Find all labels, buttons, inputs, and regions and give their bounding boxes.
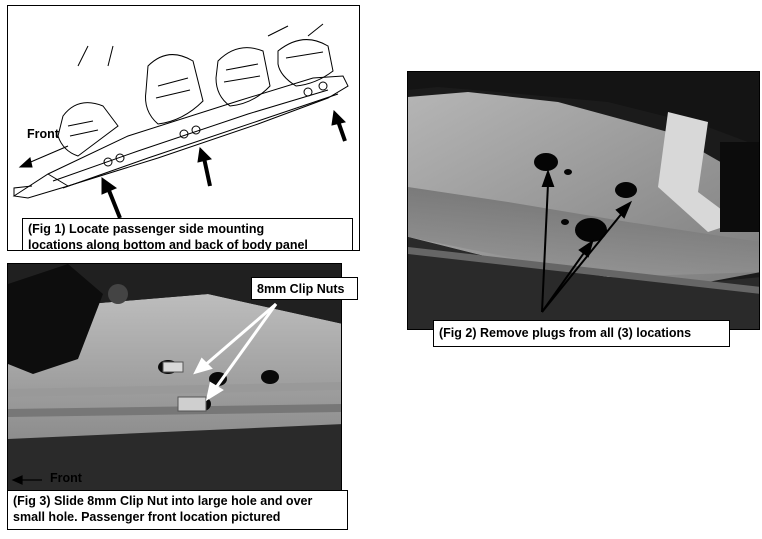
fig1-front-label: Front: [27, 127, 59, 141]
fig3-photo: [8, 264, 341, 494]
fig1-line-drawing: [12, 23, 349, 219]
fig3-caption-line2: small hole. Passenger front location pic…: [13, 510, 281, 524]
fig3-panel: 8mm Clip Nuts Front: [7, 263, 342, 495]
fig1-caption-line2: locations along bottom and back of body …: [28, 238, 308, 251]
fig3-caption-line1: (Fig 3) Slide 8mm Clip Nut into large ho…: [13, 494, 313, 508]
fig1-caption-line1: (Fig 1) Locate passenger side mounting: [28, 222, 265, 236]
fig2-photo: [408, 72, 759, 329]
fig1-panel: Front (Fig 1) Locate passenger side moun…: [7, 5, 360, 251]
fig1-caption: (Fig 1) Locate passenger side mounting l…: [22, 218, 353, 251]
fig2-caption-box: (Fig 2) Remove plugs from all (3) locati…: [433, 320, 730, 347]
fig2-panel: (Fig 2) Remove plugs from all (3) locati…: [407, 71, 760, 330]
fig3-front-label: Front: [50, 471, 82, 485]
fig3-callout-box: 8mm Clip Nuts: [251, 277, 358, 300]
fig3-caption: (Fig 3) Slide 8mm Clip Nut into large ho…: [7, 490, 348, 530]
